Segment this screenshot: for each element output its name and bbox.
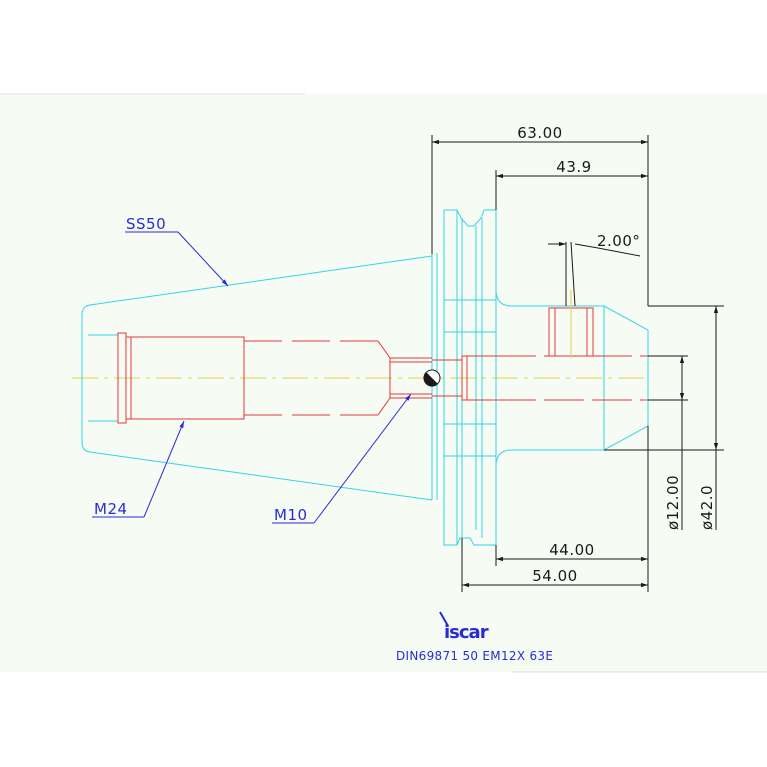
datum-marker bbox=[423, 369, 441, 387]
dim-bore-diameter: ø12.00 bbox=[664, 475, 682, 530]
dim-angle: 2.00° bbox=[597, 232, 640, 250]
label-taper: SS50 bbox=[126, 215, 166, 233]
logo-text: iscar bbox=[444, 622, 489, 643]
drawing-frame bbox=[0, 93, 767, 673]
dim-overall-length: 63.00 bbox=[517, 124, 562, 142]
dim-nose-diameter: ø42.0 bbox=[698, 485, 716, 530]
leader-lines bbox=[92, 231, 412, 524]
iscar-logo-icon: iscar bbox=[439, 611, 490, 643]
label-clamp-thread: M10 bbox=[274, 506, 308, 524]
internal-features bbox=[117, 307, 648, 424]
title-caption: DIN69871 50 EM12X 63E bbox=[396, 649, 553, 663]
dim-flange-to-nose: 43.9 bbox=[556, 158, 591, 176]
dim-shank-length: 44.00 bbox=[549, 541, 594, 559]
dimension-lines bbox=[431, 135, 724, 592]
dim-flange-length: 54.00 bbox=[532, 567, 577, 585]
label-drawbar-thread: M24 bbox=[94, 500, 128, 518]
